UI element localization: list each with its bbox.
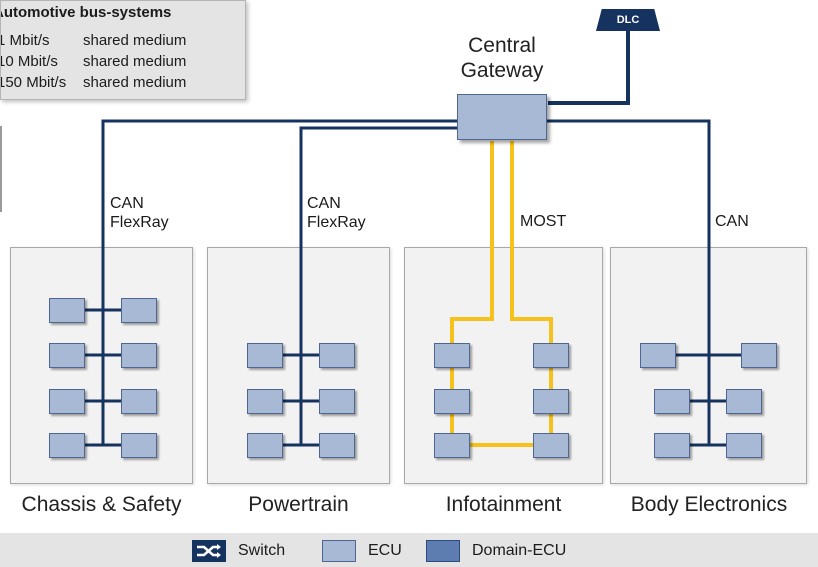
ecu-swatch: [322, 540, 356, 562]
infotainment-bus-label: MOST: [520, 212, 566, 231]
legend-item-switch: Switch: [192, 540, 285, 562]
bus-system-row: 150 Mbit/s shared medium: [0, 74, 187, 91]
left-edge-fragment: [0, 126, 2, 212]
bus-label-line: CAN: [110, 195, 144, 212]
powertrain-bus-label: CAN FlexRay: [307, 194, 366, 232]
domain-label-infotainment: Infotainment: [445, 493, 562, 516]
chassis-bus-label: CAN FlexRay: [110, 194, 169, 232]
ecu-block: [741, 343, 777, 368]
legend-label-ecu: ECU: [368, 542, 402, 559]
ecu-block: [247, 343, 283, 368]
ecu-block: [319, 433, 355, 458]
powertrain-bus-line: [299, 126, 460, 445]
bus-systems-box: Automotive bus-systems 1 Mbit/s shared me…: [0, 0, 246, 100]
ecu-block: [247, 433, 283, 458]
legend-item-domain-ecu: Domain-ECU: [426, 540, 566, 562]
ecu-block: [434, 343, 470, 368]
domain-ecu-swatch: [426, 540, 460, 562]
bus-label-line: CAN: [715, 213, 749, 230]
switch-icon: [192, 540, 226, 562]
domain-label-body: Body Electronics: [630, 493, 788, 516]
most-ring: [450, 141, 553, 447]
bus-label-line: FlexRay: [307, 214, 366, 231]
domain-label-chassis: Chassis & Safety: [21, 493, 182, 516]
ecu-block: [654, 389, 690, 414]
bus-lines: [85, 30, 741, 447]
gateway-trunk-line: [101, 119, 711, 445]
ecu-block: [247, 389, 283, 414]
body-bus-label: CAN: [715, 212, 749, 231]
bus-medium: shared medium: [83, 74, 187, 91]
gateway-label-line2: Gateway: [460, 59, 544, 82]
ecu-block: [533, 389, 569, 414]
bus-label-line: MOST: [520, 213, 567, 230]
ecu-block: [654, 433, 690, 458]
bus-label-line: CAN: [307, 195, 341, 212]
ecu-block: [121, 389, 157, 414]
ecu-block: [121, 433, 157, 458]
legend-label-domain-ecu: Domain-ECU: [472, 542, 567, 559]
ecu-block: [49, 298, 85, 323]
gateway-label-line1: Central: [468, 34, 536, 57]
bus-rate: 1 Mbit/s: [0, 32, 50, 49]
ecu-block: [726, 433, 762, 458]
central-gateway-ecu: [457, 94, 547, 140]
domain-label-powertrain: Powertrain: [248, 493, 349, 516]
bus-system-row: 10 Mbit/s shared medium: [0, 53, 187, 70]
bus-label-line: FlexRay: [110, 214, 169, 231]
dlc-label: DLC: [616, 14, 640, 26]
ecu-block: [49, 433, 85, 458]
ecu-block: [726, 389, 762, 414]
ecu-block: [640, 343, 676, 368]
bus-rate: 10 Mbit/s: [0, 53, 58, 70]
ecu-block: [319, 343, 355, 368]
ecu-block: [533, 343, 569, 368]
ecu-block: [121, 343, 157, 368]
legend-bar: Switch ECU Domain-ECU: [0, 533, 818, 567]
ecu-block: [49, 343, 85, 368]
ecu-block: [434, 389, 470, 414]
legend-label-switch: Switch: [238, 542, 286, 559]
bus-medium: shared medium: [83, 32, 187, 49]
bus-rate: 150 Mbit/s: [0, 74, 67, 91]
legend-item-ecu: ECU: [322, 540, 402, 562]
ecu-block: [434, 433, 470, 458]
bus-medium: shared medium: [83, 53, 187, 70]
dlc-line: [548, 30, 630, 105]
bus-systems-title: Automotive bus-systems: [0, 4, 172, 21]
ecu-block: [319, 389, 355, 414]
dlc-connector: DLC: [596, 9, 660, 31]
ecu-block: [121, 298, 157, 323]
bus-system-row: 1 Mbit/s shared medium: [0, 32, 187, 49]
gateway-label: Central Gateway: [440, 33, 564, 83]
ecu-block: [533, 433, 569, 458]
ecu-block: [49, 389, 85, 414]
